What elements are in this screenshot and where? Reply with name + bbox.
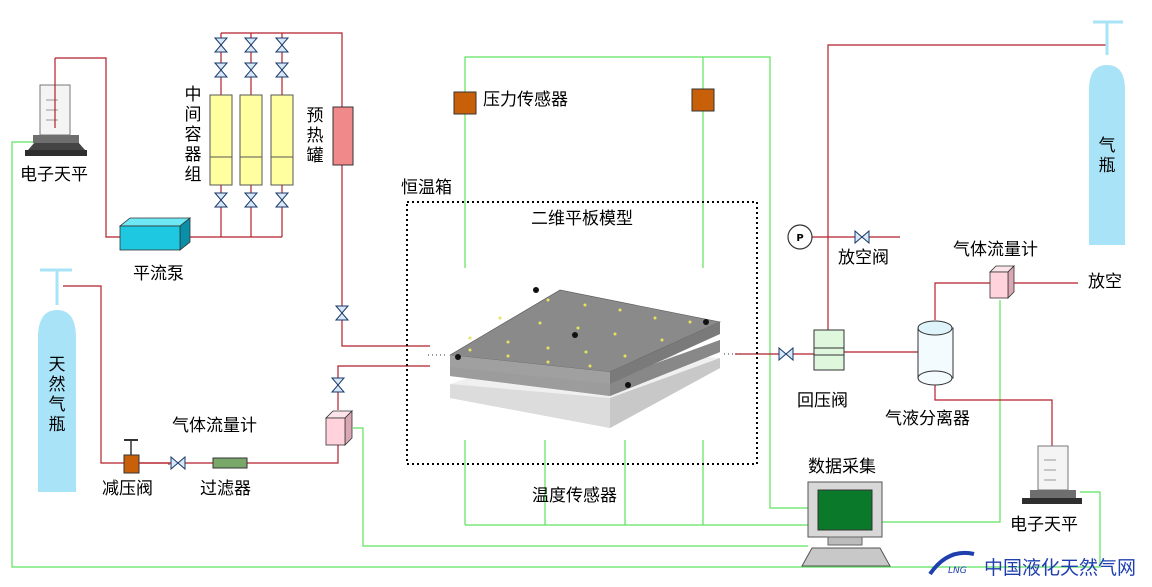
back-pressure-valve [813,329,845,371]
measurement-point [588,364,592,368]
label-balance-right: 电子天平 [1010,515,1078,535]
label-gas-cylinder-top: 气瓶 [1098,136,1116,176]
label-model: 二维平板模型 [531,209,633,229]
label-pressure-sensor: 压力传感器 [483,90,568,110]
measurement-point [546,346,550,350]
model-measurement-points [468,298,692,368]
intermediate-containers [209,94,294,186]
measurement-point [584,350,588,354]
measurement-point [688,320,692,324]
filter-element [212,457,248,469]
gas-liquid-separator [917,320,954,386]
measurement-point [538,321,542,325]
label-back-pressure-valve: 回压阀 [797,391,848,411]
measurement-point [613,332,617,336]
measurement-point [623,354,627,358]
gas-flowmeter-left [325,410,353,446]
label-container-group: 中间容器组 [184,85,202,185]
label-pump: 平流泵 [133,264,184,284]
measurement-point [576,326,580,330]
pressure-sensor-1 [453,91,477,115]
measurement-point [583,303,587,307]
label-temp-sensor: 温度传感器 [532,486,617,506]
gas-flowmeter-right [989,265,1015,299]
electronic-balance-right [1022,445,1082,504]
electronic-balance-left [25,58,87,156]
label-separator: 气液分离器 [885,409,970,429]
measurement-point [618,308,622,312]
watermark-logo: LNG [928,551,975,576]
label-incubator: 恒温箱 [401,178,452,198]
vent-valve-symbol [854,230,870,244]
measurement-point [506,354,510,358]
preheater-tank [332,106,354,166]
2d-slab-model [449,289,721,428]
outlet-valve [778,347,794,361]
label-data-acq: 数据采集 [808,457,876,477]
label-pressure-reducer: 减压阀 [102,479,153,499]
label-ng-cylinder: 天然气瓶 [48,355,66,435]
gas-line-valve [170,456,186,470]
data-acquisition-computer [801,481,891,567]
label-balance-left: 电子天平 [20,165,88,185]
measurement-point [506,340,510,344]
measurement-point [546,298,550,302]
label-gas-flowmeter-right: 气体流量计 [953,240,1038,260]
watermark-logo-text: LNG [948,566,967,576]
label-filter: 过滤器 [200,479,251,499]
measurement-point [468,348,472,352]
gas-cylinder-top [1089,20,1125,245]
incubator-box [406,201,758,465]
pressure-gauge [787,224,813,250]
pressure-sensor-2 [691,88,715,112]
label-vent-valve: 放空阀 [838,248,889,268]
label-vent: 放空 [1088,272,1122,292]
measurement-point [653,316,657,320]
model-ports [455,287,709,388]
natural-gas-cylinder [38,268,76,492]
gauge-p-label: P [796,233,803,244]
measurement-point [498,316,502,320]
label-gas-flowmeter-left: 气体流量计 [172,416,257,436]
label-preheater: 预热罐 [306,106,324,166]
measurement-point [660,338,664,342]
pressure-reducing-valve [123,439,140,474]
measurement-point [546,360,550,364]
measurement-point [468,336,472,340]
watermark-text: 中国液化天然气网 [984,557,1137,579]
constant-flow-pump [118,217,192,251]
model-dotted-connectors [428,353,742,356]
